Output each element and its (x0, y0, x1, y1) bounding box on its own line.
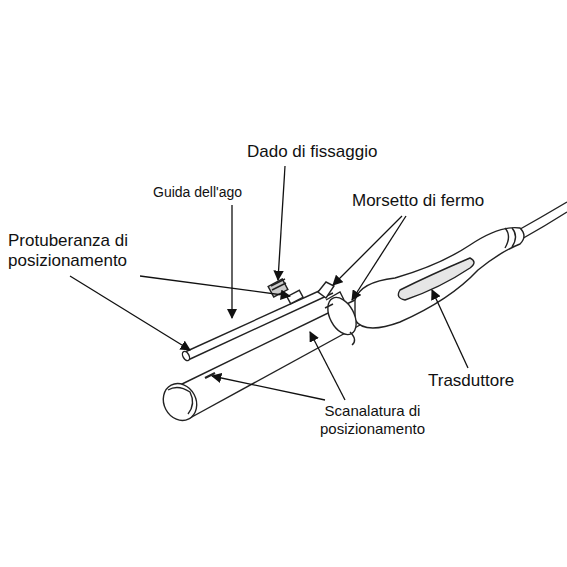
part-label: Guida dell'ago (153, 184, 283, 201)
part-label: Dado di fissaggio (247, 142, 417, 162)
part-label: Morsetto di fermo (352, 191, 542, 211)
part-label: Trasduttore (428, 371, 558, 391)
part-label: Protuberanza di posizionamento (8, 231, 190, 272)
part-label: Scanalatura di posizionamento (300, 402, 445, 438)
